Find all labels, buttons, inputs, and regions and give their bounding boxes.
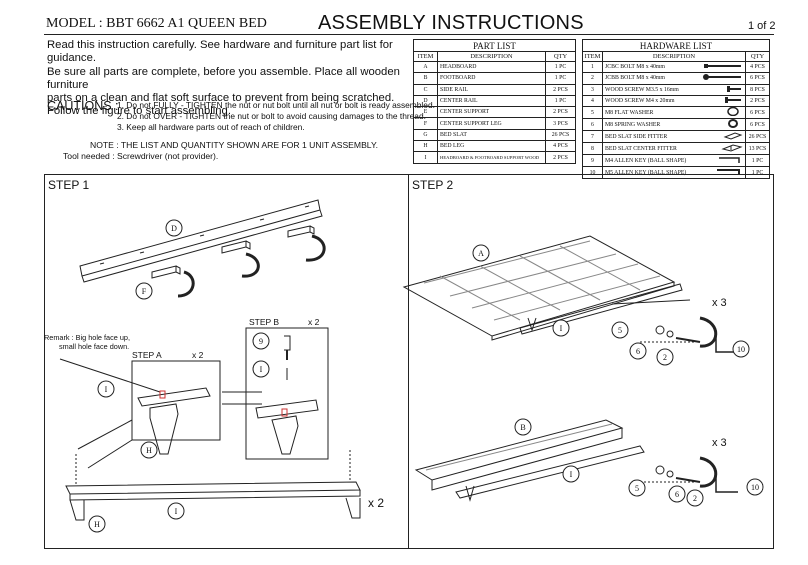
- step-a-quantity: x 2: [192, 350, 204, 360]
- callout-label: 2: [663, 353, 667, 362]
- steps-divider: [408, 174, 409, 549]
- step-2-bottom-quantity: x 3: [712, 437, 727, 449]
- callout-label: I: [175, 507, 178, 516]
- callout-label: F: [142, 287, 147, 296]
- step-2-label: STEP 2: [412, 178, 454, 192]
- headboard-drawing: [402, 235, 691, 341]
- callout-label: D: [171, 224, 177, 233]
- step-1-label: STEP 1: [48, 178, 90, 192]
- step-a-detail: [59, 358, 262, 469]
- part-qty: 2 PCS: [545, 151, 576, 164]
- step-a-label: STEP A: [132, 350, 162, 360]
- step-b-label: STEP B: [249, 317, 280, 327]
- support-wood-drawing: [65, 450, 361, 521]
- intro-text: Read this instruction carefully. See har…: [47, 39, 412, 119]
- callout-label: 5: [618, 326, 622, 335]
- callout-circles: [88, 219, 764, 533]
- step-1-quantity: x 2: [368, 496, 385, 510]
- flat-washer-icon: [701, 106, 746, 120]
- cautions-list: 1. Do not FULLY - TIGHTEN the nut or nut…: [117, 100, 435, 133]
- remark-line: small hole face down.: [59, 342, 130, 351]
- page-number: 1 of 2: [748, 20, 776, 32]
- callout-label: 6: [675, 490, 679, 499]
- intro-line: Read this instruction carefully. See har…: [47, 39, 393, 65]
- callout-label: 6: [636, 347, 640, 356]
- intro-line: Follow the figure to start assembling.: [47, 105, 231, 118]
- footboard-drawing: [414, 419, 645, 502]
- hardware-item: 4: [582, 94, 603, 108]
- callout-label: 2: [693, 494, 697, 503]
- tool-note: Tool needed : Screwdriver (not provider)…: [63, 151, 219, 161]
- caution-item: 3. Keep all hardware parts out of reach …: [117, 122, 305, 132]
- callout-label: H: [94, 520, 100, 529]
- hardware-qty: 26 PCS: [745, 130, 770, 144]
- step-2-top-quantity: x 3: [712, 297, 727, 309]
- model-number: MODEL : BBT 6662 A1 QUEEN BED: [46, 16, 267, 31]
- part-item: I: [413, 151, 438, 164]
- steps-frame: [44, 174, 774, 549]
- callout-label: 5: [635, 484, 639, 493]
- callout-label: 10: [751, 483, 759, 492]
- center-rail-drawing: [79, 199, 323, 283]
- caution-item: 1. Do not FULLY - TIGHTEN the nut or nut…: [117, 100, 435, 110]
- quantity-note: NOTE : THE LIST AND QUANTITY SHOWN ARE F…: [90, 140, 378, 150]
- hardware-qty: 2 PCS: [745, 94, 770, 108]
- callout-label: A: [478, 249, 484, 258]
- callout-label: 10: [737, 345, 745, 354]
- hardware-item: 10: [582, 166, 603, 180]
- intro-line: parts on a clean and flat soft surface t…: [47, 92, 395, 105]
- remark-line: Remark : Big hole face up,: [44, 333, 130, 342]
- step-b-detail: [245, 327, 329, 460]
- callout-label: B: [520, 423, 525, 432]
- intro-line: Be sure all parts are complete, before y…: [47, 65, 400, 91]
- hardware-exploded-drawing: [640, 316, 738, 493]
- support-leg-drawing: [151, 225, 326, 298]
- header-rule: [44, 34, 774, 35]
- caution-item: 2. Do not OVER - TIGHTEN the nut or bolt…: [117, 111, 426, 121]
- callout-label: I: [570, 470, 573, 479]
- callout-label: 9: [259, 337, 263, 346]
- cautions-label: CAUTIONS :: [47, 99, 119, 113]
- hardware-qty: 1 PC: [745, 166, 770, 180]
- hardware-description: M5 ALLEN KEY (BALL SHAPE): [602, 166, 701, 180]
- page-title: ASSEMBLY INSTRUCTIONS: [318, 12, 584, 34]
- hardware-description: WOOD SCREW M4 x 20mm: [602, 94, 701, 108]
- screw-icon: [701, 94, 746, 108]
- callout-label: I: [260, 365, 263, 374]
- callout-label: I: [105, 385, 108, 394]
- step-b-quantity: x 2: [308, 317, 320, 327]
- remark-note: Remark : Big hole face up, small hole fa…: [44, 333, 130, 351]
- callout-label: I: [560, 324, 563, 333]
- callout-label: H: [146, 446, 152, 455]
